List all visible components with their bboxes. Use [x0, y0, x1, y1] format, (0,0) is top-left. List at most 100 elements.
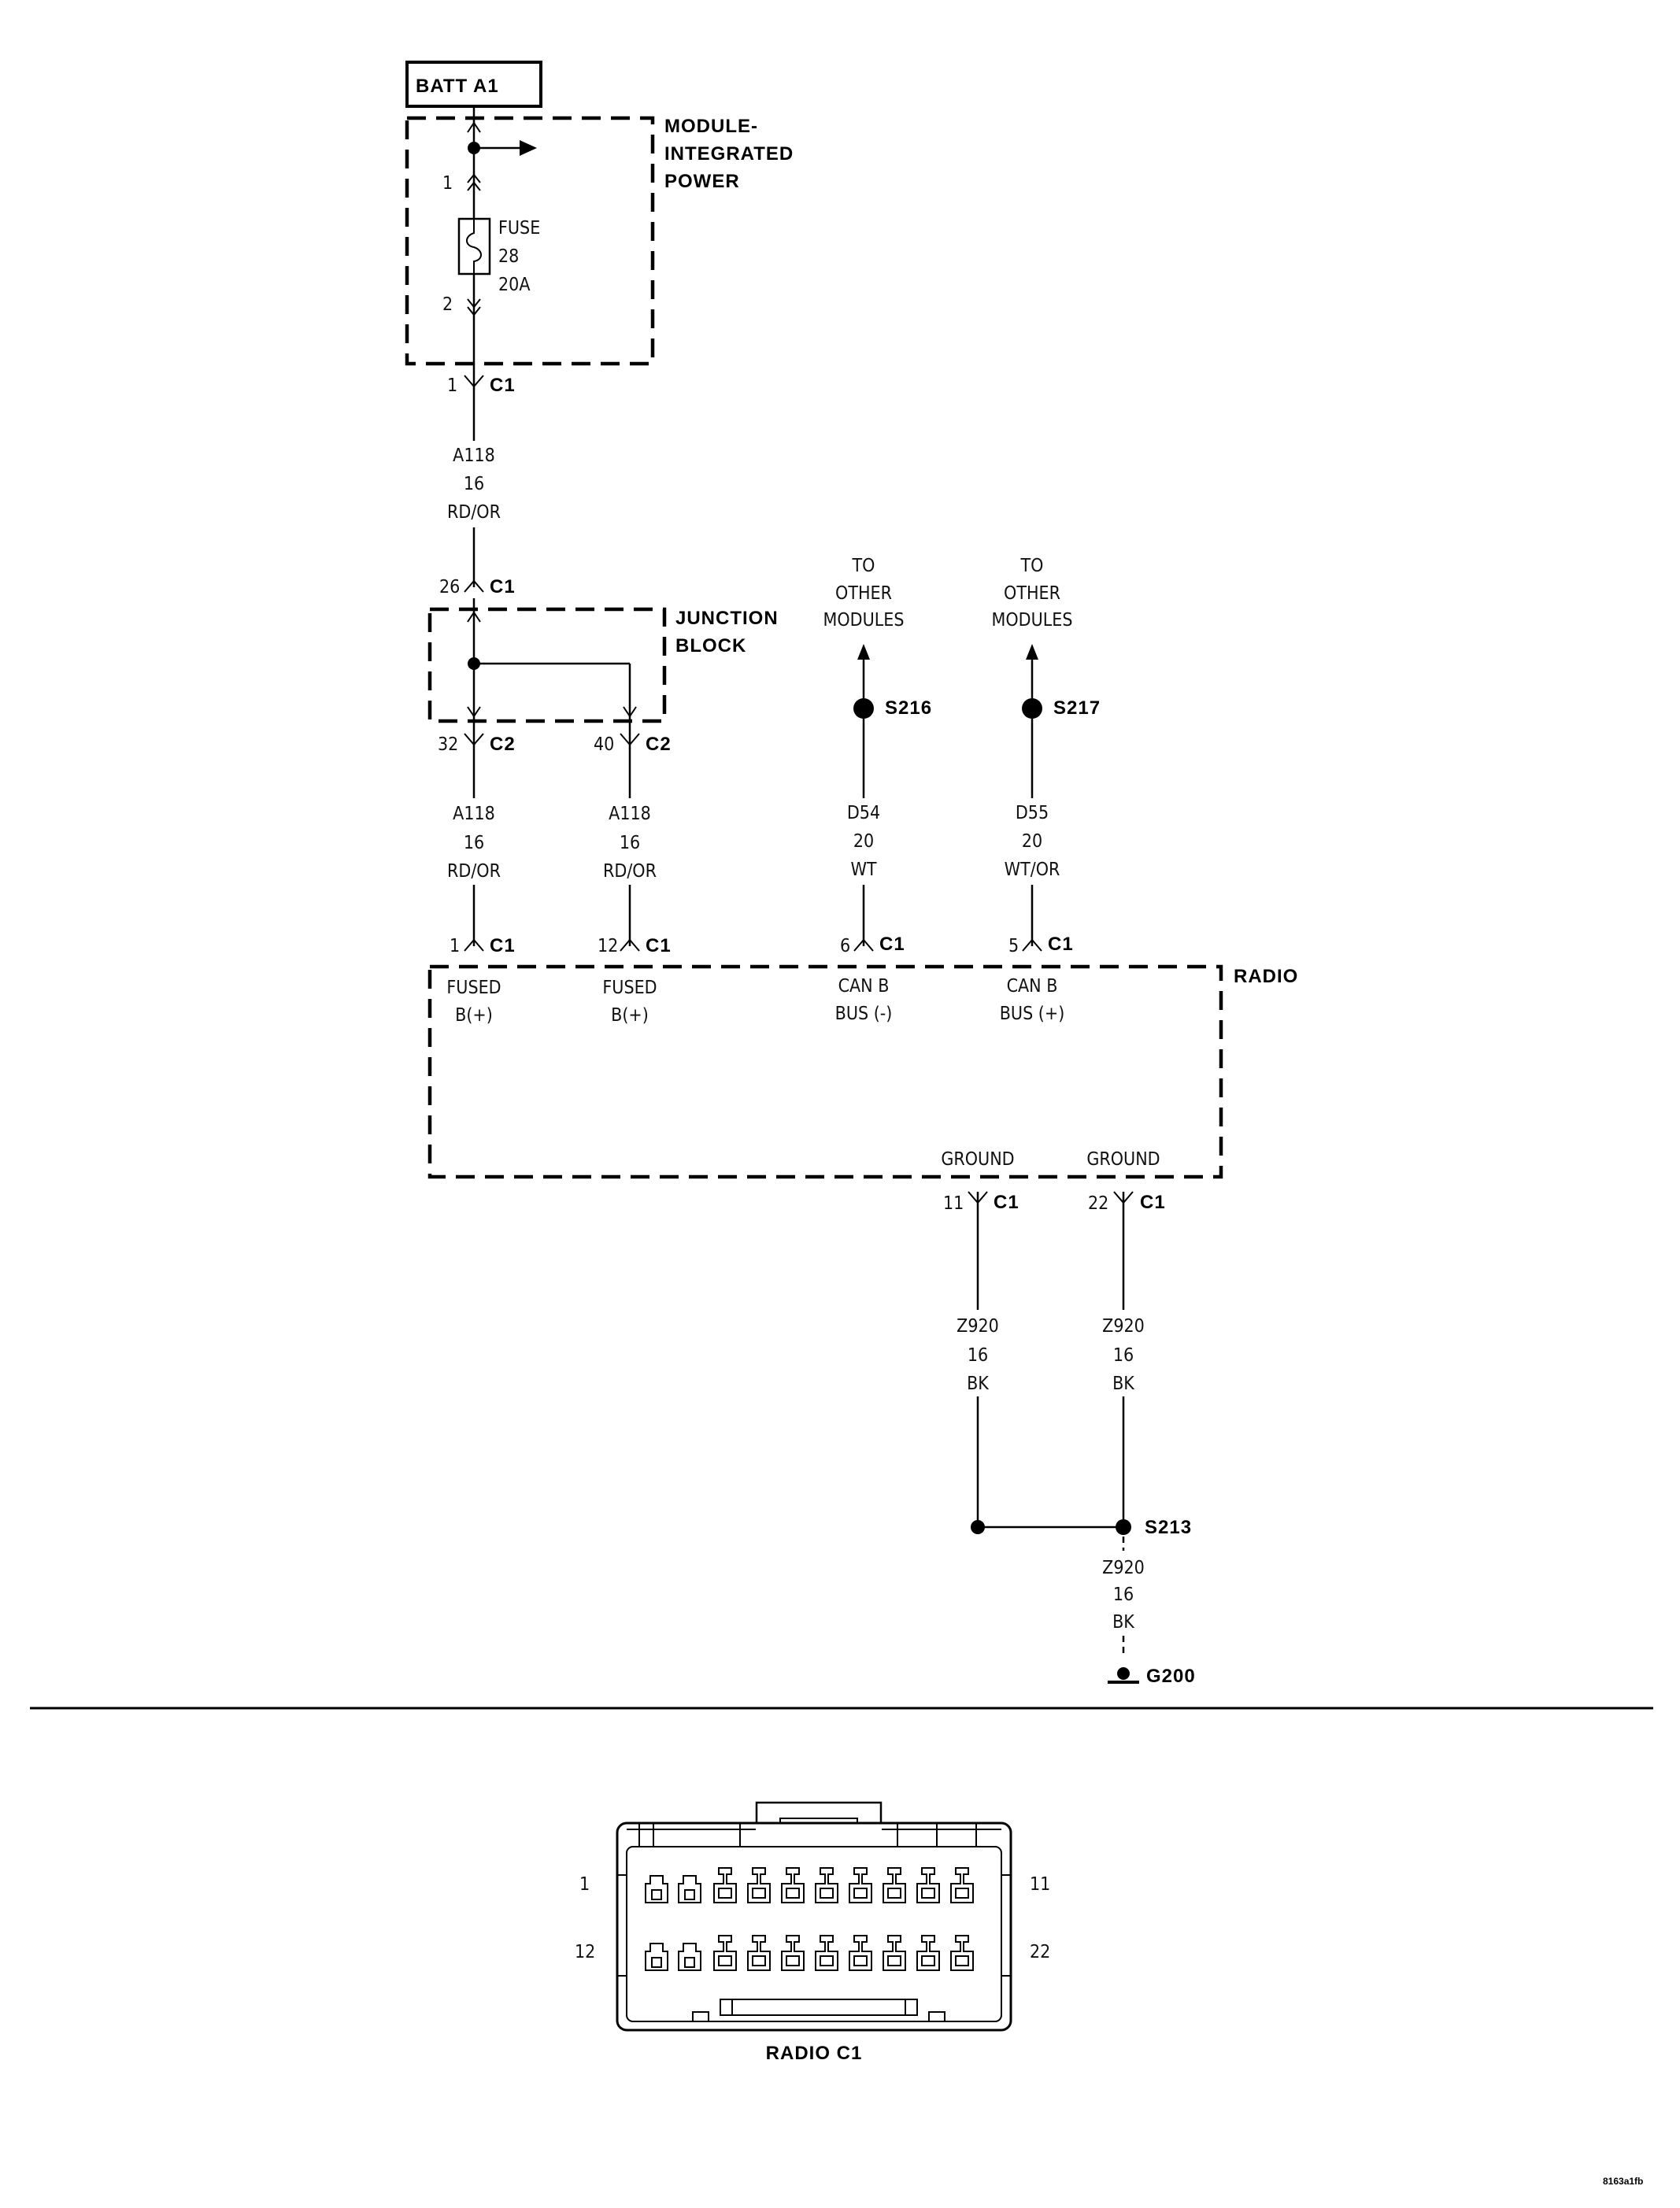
connector-cavity	[815, 1935, 838, 1971]
to-other-right-1: TO	[1020, 556, 1044, 576]
ground1-pin: 11	[943, 1193, 964, 1214]
radio-ground1-label: GROUND	[941, 1149, 1014, 1170]
ground1-conn: C1	[994, 1192, 1019, 1213]
wire-a118-right-color: RD/OR	[603, 861, 657, 882]
radio-pin12-func-2: B(+)	[611, 1005, 649, 1026]
radio-pin5-func-1: CAN B	[1007, 976, 1058, 997]
right-arrow-icon	[520, 140, 537, 156]
connector-pin-label-11: 11	[1030, 1874, 1050, 1895]
radio-pin6-connector-icon	[853, 938, 874, 952]
mip-out-conn: C1	[490, 375, 516, 396]
fuse-number: 28	[498, 246, 519, 267]
junction-block-box	[427, 607, 667, 723]
connector-cavity	[883, 1867, 906, 1903]
batt-label: BATT A1	[416, 76, 499, 97]
radio-pin6-conn: C1	[879, 934, 905, 955]
radio-pin1-func-2: B(+)	[455, 1005, 493, 1026]
connector-cavity	[781, 1867, 805, 1903]
fuse-pin-top: 1	[442, 173, 453, 194]
to-other-left-1: TO	[852, 556, 875, 576]
wire-z920-right-code: Z920	[1102, 1316, 1145, 1337]
wire-a118-top-code: A118	[453, 446, 495, 466]
radio-c1-connector-view	[616, 1801, 1012, 2032]
connector-cavity	[916, 1935, 940, 1971]
radio-pin6-func-1: CAN B	[838, 976, 890, 997]
ground-g200-icon	[1117, 1667, 1130, 1680]
fuse-pin-bottom: 2	[442, 294, 453, 315]
jb-up-arrow-icon	[467, 611, 481, 623]
to-other-right-3: MODULES	[992, 610, 1073, 631]
radio-box	[427, 964, 1223, 1179]
connector-pin-label-12: 12	[575, 1942, 595, 1962]
wire-d55-code: D55	[1016, 803, 1049, 823]
wire-z920-right-gauge: 16	[1113, 1345, 1134, 1366]
wire-a118-top-color: RD/OR	[447, 502, 501, 523]
radio-pin5-connector-icon	[1022, 938, 1042, 952]
module-power-label-2: INTEGRATED	[664, 143, 794, 165]
connector-cavity	[645, 1875, 668, 1903]
splice-s216-label: S216	[885, 697, 932, 719]
radio-pin6-pin: 6	[840, 936, 850, 956]
ground-g200-label: G200	[1146, 1666, 1196, 1687]
fuse-element-icon	[466, 219, 482, 274]
module-power-label-1: MODULE-	[664, 116, 758, 137]
figure-id: 8163a1fb	[1603, 2176, 1643, 2187]
wire-d54-color: WT	[850, 860, 876, 880]
jb-out2-conn: C2	[646, 734, 672, 755]
connector-cavity	[713, 1867, 737, 1903]
wire-z920-left-code: Z920	[957, 1316, 999, 1337]
radio-pin1-conn: C1	[490, 935, 516, 956]
connector-cavity	[849, 1867, 872, 1903]
junction-block-label-2: BLOCK	[675, 635, 746, 656]
fuse-pin1-chevron-icon	[467, 173, 481, 191]
connector-cavity	[781, 1935, 805, 1971]
wire-a118-right-code: A118	[609, 804, 651, 824]
wire-d55-gauge: 20	[1022, 831, 1042, 852]
jb-out2-pin: 40	[594, 734, 614, 755]
to-other-left-arrow-icon	[857, 644, 870, 660]
wire-a118-left-gauge: 16	[464, 833, 484, 853]
radio-label: RADIO	[1234, 966, 1298, 987]
ground2-conn: C1	[1140, 1192, 1166, 1213]
radio-pin6-func-2: BUS (-)	[835, 1004, 893, 1024]
up-arrow-icon	[467, 121, 481, 133]
connector-cavity	[815, 1867, 838, 1903]
jb-out2-arrow-icon	[623, 706, 637, 718]
to-other-left-3: MODULES	[823, 610, 905, 631]
wire-z920-left-color: BK	[967, 1374, 989, 1394]
splice-s217-label: S217	[1053, 697, 1101, 719]
jb-out1-arrow-icon	[467, 706, 481, 718]
wire-d54-code: D54	[847, 803, 880, 823]
wire-a118-right-gauge: 16	[620, 833, 640, 853]
connector-cavity	[713, 1935, 737, 1971]
connector-cavity	[747, 1867, 771, 1903]
wire-d55-color: WT/OR	[1005, 860, 1060, 880]
wire-z920-ground-color: BK	[1112, 1612, 1134, 1633]
wire-d54-gauge: 20	[853, 831, 874, 852]
jb-out1-pin: 32	[438, 734, 458, 755]
radio-pin1-connector-icon	[464, 938, 484, 952]
to-other-left-2: OTHER	[835, 583, 892, 604]
to-other-right-arrow-icon	[1026, 644, 1038, 660]
jb-in-pin: 26	[439, 577, 460, 597]
wire-a118-left-code: A118	[453, 804, 495, 824]
connector-cavity	[678, 1875, 701, 1903]
radio-pin5-conn: C1	[1048, 934, 1074, 955]
module-integrated-power-box	[405, 116, 655, 366]
connector-cavity	[678, 1943, 701, 1971]
connector-cavity	[747, 1935, 771, 1971]
radio-pin12-conn: C1	[646, 935, 672, 956]
splice-s213-label: S213	[1145, 1517, 1192, 1538]
jb-out1-conn: C2	[490, 734, 516, 755]
wire-z920-right-color: BK	[1112, 1374, 1134, 1394]
module-power-label-3: POWER	[664, 171, 740, 192]
connector-pin-label-1: 1	[579, 1874, 590, 1895]
radio-pin1-pin: 1	[450, 936, 460, 956]
splice-s213-dot	[1116, 1519, 1131, 1535]
connector-cavity	[950, 1867, 974, 1903]
radio-pin12-pin: 12	[598, 936, 618, 956]
fuse-rating: 20A	[498, 275, 530, 295]
connector-cavity	[883, 1935, 906, 1971]
wire-a118-top-gauge: 16	[464, 474, 484, 494]
